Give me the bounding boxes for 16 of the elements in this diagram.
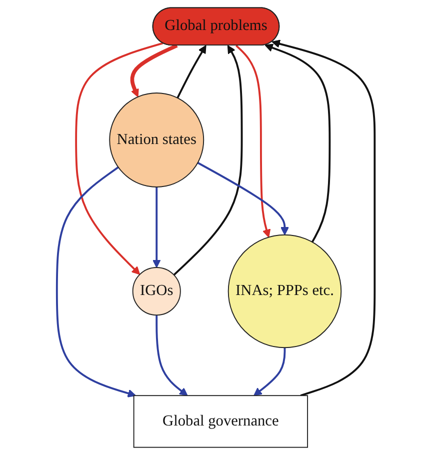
arrow xyxy=(272,40,376,396)
node-circle: Nation states xyxy=(109,92,204,188)
arrow xyxy=(152,186,162,268)
arrow xyxy=(264,44,331,243)
arrow xyxy=(130,44,178,98)
arrow xyxy=(75,42,164,275)
arrow xyxy=(236,44,271,238)
arrow xyxy=(156,315,188,396)
arrow xyxy=(173,45,243,276)
node-box: Global governance xyxy=(134,395,308,448)
arrow xyxy=(56,166,136,398)
arrow xyxy=(197,162,290,236)
arrow xyxy=(176,45,207,98)
node-circle: IGOs xyxy=(132,267,182,316)
node-circle: INAs; PPPs etc. xyxy=(228,234,342,348)
arrow xyxy=(254,348,286,396)
